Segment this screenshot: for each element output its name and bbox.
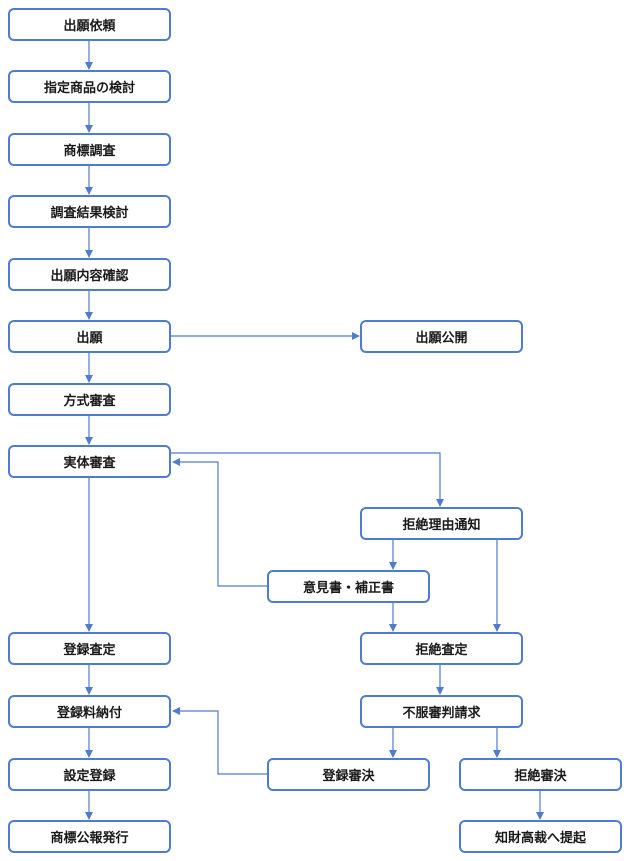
node-shutsugan-irai: 出願依頼 [8, 8, 171, 41]
node-kyozetsu-riyu-tsuchi: 拒絶理由通知 [360, 507, 523, 540]
node-kyozetsu-shinketsu: 拒絶審決 [459, 758, 622, 791]
node-ikensho-hoseisho: 意見書・補正書 [267, 570, 430, 603]
arrow-n11-n09 [172, 458, 267, 587]
node-chosa-kekka-kento: 調査結果検討 [8, 195, 171, 228]
arrow-n17-n14 [172, 707, 267, 775]
node-hoshiki-shinsa: 方式審査 [8, 383, 171, 416]
node-shutsugan-naiyo-kakunin: 出願内容確認 [8, 258, 171, 291]
node-settei-toroku: 設定登録 [8, 758, 171, 791]
node-toroku-satei: 登録査定 [8, 632, 171, 665]
node-jittai-shinsa: 実体審査 [8, 445, 171, 478]
node-shohyo-chosa: 商標調査 [8, 133, 171, 166]
node-shutsugan: 出願 [8, 320, 171, 353]
node-kyozetsu-satei: 拒絶査定 [360, 632, 523, 665]
node-chizai-kosai-teiki: 知財高裁へ提起 [459, 820, 622, 853]
node-shutsugan-kokai: 出願公開 [360, 320, 523, 353]
node-shohyo-koho-hakko: 商標公報発行 [8, 820, 171, 853]
node-torokuryo-nofu: 登録料納付 [8, 695, 171, 728]
node-shitei-shohin-kento: 指定商品の検討 [8, 70, 171, 103]
node-fufuku-shinpan-seikyu: 不服審判請求 [360, 695, 523, 728]
arrow-n09-n10 [171, 452, 444, 507]
node-toroku-shinketsu: 登録審決 [267, 758, 430, 791]
